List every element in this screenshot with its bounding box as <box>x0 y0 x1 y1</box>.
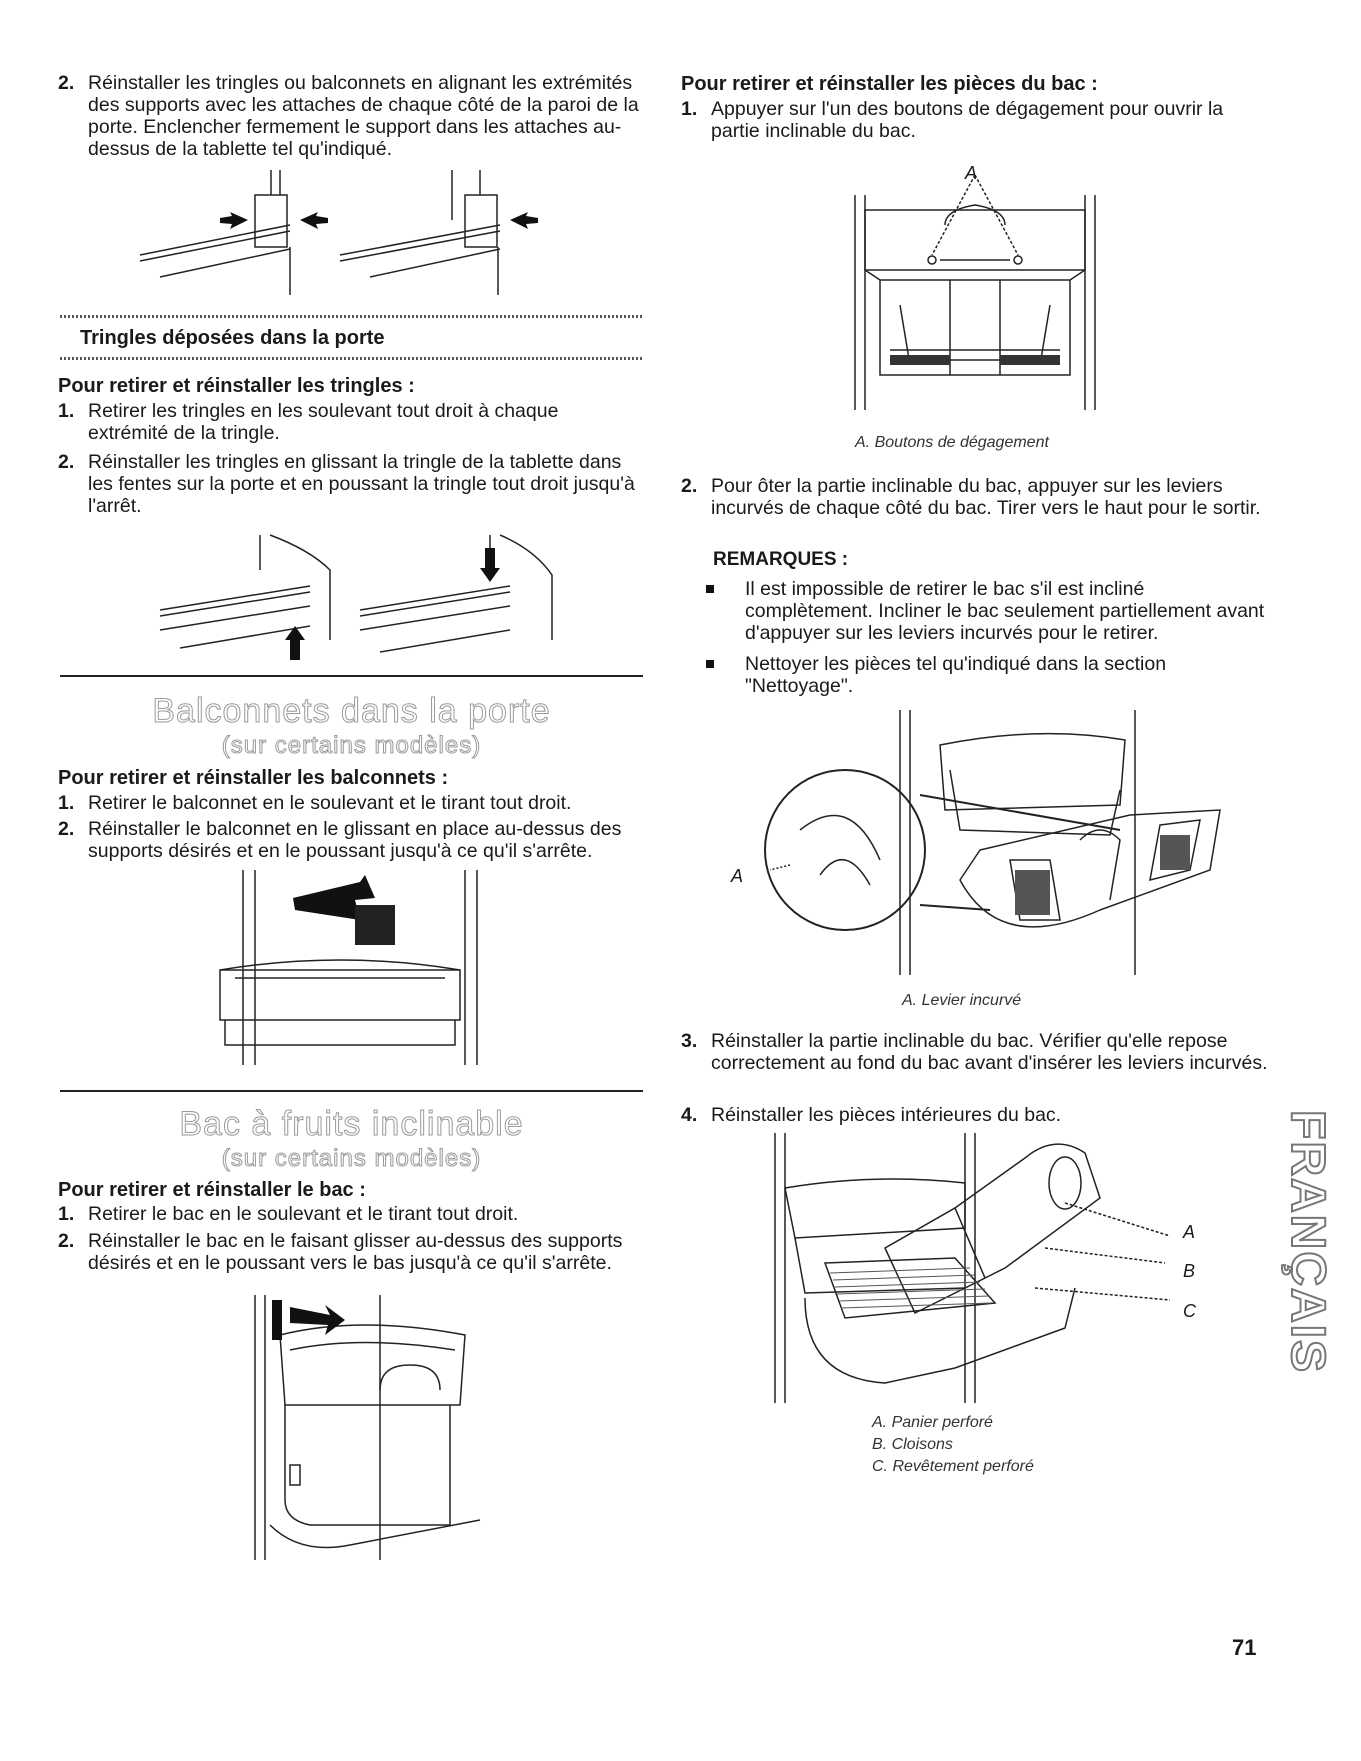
step-number: 1. <box>58 400 75 422</box>
step-number: 2. <box>681 475 698 497</box>
rail-install-illustration <box>140 165 538 305</box>
page-number: 71 <box>1232 1635 1257 1660</box>
rail-step-2: 2. Réinstaller les tringles ou balconnet… <box>58 72 643 160</box>
remarques-heading: REMARQUES : <box>713 549 849 570</box>
step-number: 1. <box>58 792 75 814</box>
curved-lever-illustration <box>760 710 1230 980</box>
bac-models: (sur certains modèles) <box>221 1145 482 1173</box>
fig1-label-a: A <box>965 163 978 183</box>
step-number: 2. <box>58 72 75 94</box>
pieces-step-3: 3. Réinstaller la partie inclinable du b… <box>681 1030 1271 1074</box>
step-text: Appuyer sur l'un des boutons de dégageme… <box>711 98 1224 142</box>
note-1: Il est impossible de retirer le bac s'il… <box>745 578 1265 644</box>
tringles-step-1: 1. Retirer les tringles en les soulevant… <box>58 400 643 444</box>
bullet <box>706 585 714 593</box>
pieces-step-1: 1. Appuyer sur l'un des boutons de dégag… <box>681 98 1271 142</box>
step-text: Réinstaller les tringles ou balconnets e… <box>88 72 639 160</box>
dotted-rule <box>60 315 643 318</box>
balconnets-step-1: 1. Retirer le balconnet en le soulevant … <box>58 792 643 814</box>
tringles-subheading: Pour retirer et réinstaller les tringles… <box>58 375 415 397</box>
bac-step-2: 2. Réinstaller le bac en le faisant glis… <box>58 1230 643 1274</box>
step-text: Réinstaller le balconnet en le glissant … <box>88 818 622 862</box>
release-buttons-illustration <box>850 185 1100 415</box>
balconnets-subheading: Pour retirer et réinstaller les balconne… <box>58 767 449 789</box>
fig3-caption-c: C. Revêtement perforé <box>872 1458 1034 1475</box>
pieces-subheading: Pour retirer et réinstaller les pièces d… <box>681 73 1098 95</box>
fig3-label-c: C <box>1183 1301 1196 1321</box>
fig1-caption: A. Boutons de dégagement <box>855 434 1049 451</box>
step-text: Réinstaller les tringles en glissant la … <box>88 451 635 517</box>
bac-title: Bac à fruits inclinable <box>179 1105 524 1144</box>
step-text: Pour ôter la partie inclinable du bac, a… <box>711 475 1261 519</box>
step-text: Retirer le balconnet en le soulevant et … <box>88 792 572 814</box>
step-number: 1. <box>58 1203 75 1225</box>
balconnets-models: (sur certains modèles) <box>221 732 482 760</box>
step-text: Réinstaller le bac en le faisant glisser… <box>88 1230 623 1274</box>
fig2-label-a: A <box>731 866 744 886</box>
tringles-step-2: 2. Réinstaller les tringles en glissant … <box>58 451 643 517</box>
dotted-rule <box>60 357 643 360</box>
rail-removal-illustration <box>160 530 560 660</box>
tringles-heading: Tringles déposées dans la porte <box>80 327 385 349</box>
bullet <box>706 660 714 668</box>
language-side-tab: FRANÇAIS <box>1280 1109 1335 1375</box>
step-text: Réinstaller la partie inclinable du bac.… <box>711 1030 1268 1074</box>
step-number: 2. <box>58 451 75 473</box>
step-text: Retirer les tringles en les soulevant to… <box>88 400 559 444</box>
step-number: 4. <box>681 1104 698 1126</box>
step-text: Réinstaller les pièces intérieures du ba… <box>711 1104 1062 1126</box>
step-number: 2. <box>58 818 75 840</box>
fig3-label-b: B <box>1183 1261 1196 1281</box>
note-2: Nettoyer les pièces tel qu'indiqué dans … <box>745 653 1265 697</box>
interior-pieces-illustration <box>765 1128 1185 1408</box>
door-bin-illustration <box>215 870 485 1070</box>
step-text: Retirer le bac en le soulevant et le tir… <box>88 1203 519 1225</box>
step-number: 3. <box>681 1030 698 1052</box>
pieces-step-4: 4. Réinstaller les pièces intérieures du… <box>681 1104 1271 1126</box>
crisper-bin-illustration <box>250 1295 490 1565</box>
note-text: Nettoyer les pièces tel qu'indiqué dans … <box>745 653 1167 697</box>
section-divider <box>60 1090 643 1092</box>
balconnets-step-2: 2. Réinstaller le balconnet en le glissa… <box>58 818 643 862</box>
fig2-caption: A. Levier incurvé <box>902 992 1022 1009</box>
balconnets-title: Balconnets dans la porte <box>152 692 551 731</box>
pieces-step-2: 2. Pour ôter la partie inclinable du bac… <box>681 475 1271 519</box>
note-text: Il est impossible de retirer le bac s'il… <box>745 578 1265 644</box>
bac-step-1: 1. Retirer le bac en le soulevant et le … <box>58 1203 643 1225</box>
step-number: 1. <box>681 98 698 120</box>
step-number: 2. <box>58 1230 75 1252</box>
bac-subheading: Pour retirer et réinstaller le bac : <box>58 1179 366 1201</box>
fig3-caption-a: A. Panier perforé <box>872 1414 993 1431</box>
section-divider <box>60 675 643 677</box>
fig3-label-a: A <box>1183 1222 1196 1242</box>
fig3-caption-b: B. Cloisons <box>872 1436 953 1453</box>
